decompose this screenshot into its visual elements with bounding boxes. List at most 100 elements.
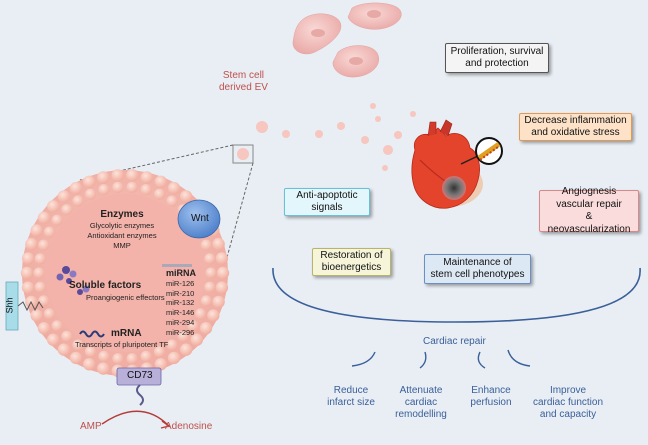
stem-cells — [292, 2, 402, 78]
adenosine-label: Adenosine — [165, 421, 213, 432]
membrane-bead — [57, 190, 71, 203]
membrane-bead — [43, 308, 56, 320]
membrane-bead — [167, 181, 181, 195]
membrane-bead — [83, 175, 96, 188]
membrane-bead — [37, 322, 51, 335]
box-line: vascular repair — [556, 198, 622, 210]
box-line: Angiognesis — [561, 186, 617, 197]
membrane-bead — [34, 281, 46, 293]
enzymes-item: Antioxidant enzymes — [87, 231, 157, 241]
membrane-bead — [97, 362, 110, 375]
membrane-bead — [34, 253, 46, 265]
membrane-bead — [57, 343, 71, 356]
blocked-artery-icon — [475, 137, 503, 165]
enzymes-title: Enzymes — [100, 209, 144, 220]
soluble-title: Soluble factors — [69, 280, 142, 291]
membrane-bead — [204, 281, 216, 293]
box-line: Maintenance of — [443, 256, 512, 268]
enzymes-block: Enzymes Glycolytic enzymes Antioxidant e… — [70, 209, 174, 251]
membrane-bead — [33, 267, 45, 279]
membrane-bead — [47, 333, 60, 346]
membrane-bead — [112, 353, 124, 365]
box-line: Decrease inflammation — [524, 114, 627, 126]
heart-icon — [411, 119, 483, 209]
box-line: Anti-apoptotic — [296, 189, 358, 201]
membrane-bead — [38, 295, 50, 307]
membrane-bead — [83, 358, 96, 371]
outcome-line: and capacity — [539, 409, 597, 420]
effects-arc — [272, 267, 641, 323]
extracellular-vesicle — [20, 169, 230, 377]
amp-label: AMP — [80, 421, 102, 432]
mirna-item: miR-126 — [166, 278, 195, 288]
membrane-bead — [30, 224, 43, 237]
cell-nucleus — [367, 10, 381, 18]
cd73-label: CD73 — [127, 370, 153, 381]
membrane-bead — [43, 226, 56, 238]
membrane-bead — [166, 339, 178, 351]
membrane-bead — [38, 239, 50, 251]
cell-nucleus — [311, 29, 325, 37]
outcome-line: remodelling — [395, 409, 447, 420]
box-line: stem cell phenotypes — [430, 269, 525, 280]
membrane-bead — [140, 171, 153, 184]
box-line: bioenergetics — [321, 262, 382, 273]
membrane-bead — [199, 322, 213, 335]
zoom-box — [232, 144, 254, 164]
membrane-bead — [153, 346, 166, 358]
membrane-bead — [84, 188, 97, 200]
membrane-bead — [187, 320, 199, 332]
soluble-sub: Proangiogenic effectors — [86, 293, 165, 302]
ev-label-line: Stem cell — [222, 70, 265, 81]
vesicle-lumen — [46, 194, 204, 352]
cd73-linker — [136, 384, 144, 406]
membrane-bead — [61, 330, 73, 342]
membrane-bead — [112, 181, 124, 193]
membrane-bead — [72, 195, 84, 207]
outcome-perfusion: Enhance perfusion — [463, 385, 519, 409]
membrane-bead — [20, 266, 34, 280]
zoom-line — [217, 162, 254, 291]
outcome-line: Attenuate — [399, 385, 443, 396]
membrane-bead — [98, 350, 110, 362]
box-line: and oxidative stress — [531, 127, 620, 138]
outcome-line: Improve — [549, 385, 587, 396]
cardiac-repair-title: Cardiac repair — [423, 336, 486, 347]
membrane-bead — [204, 253, 216, 265]
mirna-bar — [162, 264, 192, 267]
membrane-bead — [51, 214, 63, 226]
enzymes-item: MMP — [113, 241, 131, 251]
membrane-bead — [140, 184, 152, 196]
wnt-label: Wnt — [191, 213, 209, 224]
membrane-bead — [179, 190, 193, 203]
outcome-line: Reduce — [333, 385, 369, 396]
amp-adenosine-arrow — [101, 410, 169, 426]
box-line: & neovascularization — [547, 211, 631, 235]
membrane-bead — [215, 281, 229, 294]
membrane-bead — [200, 239, 212, 251]
mirna-block: miRNA miR-126 miR-210 miR-132 miR-146 mi… — [166, 268, 196, 337]
mirna-item: miR-146 — [166, 308, 195, 318]
box-line: and protection — [465, 58, 529, 69]
mirna-item: miR-294 — [166, 317, 195, 327]
membrane-bead — [212, 295, 225, 309]
mirna-item: miR-296 — [166, 327, 195, 337]
mirna-item: miR-210 — [166, 288, 195, 298]
outcome-line: cardiac function — [532, 397, 604, 408]
membrane-bead — [179, 343, 193, 356]
box-line: Proliferation, survival — [450, 45, 544, 57]
membrane-bead — [69, 351, 83, 365]
mirna-title: miRNA — [166, 268, 197, 278]
shh-linker — [17, 300, 44, 312]
membrane-bead — [126, 181, 138, 193]
membrane-bead — [97, 171, 110, 184]
outcome-line: Enhance — [471, 385, 511, 396]
mrna-sub: Transcripts of pluripotent TF — [75, 340, 169, 349]
membrane-bead — [21, 252, 35, 265]
box-line: signals — [311, 202, 343, 213]
box-line: Restoration of — [320, 249, 383, 261]
